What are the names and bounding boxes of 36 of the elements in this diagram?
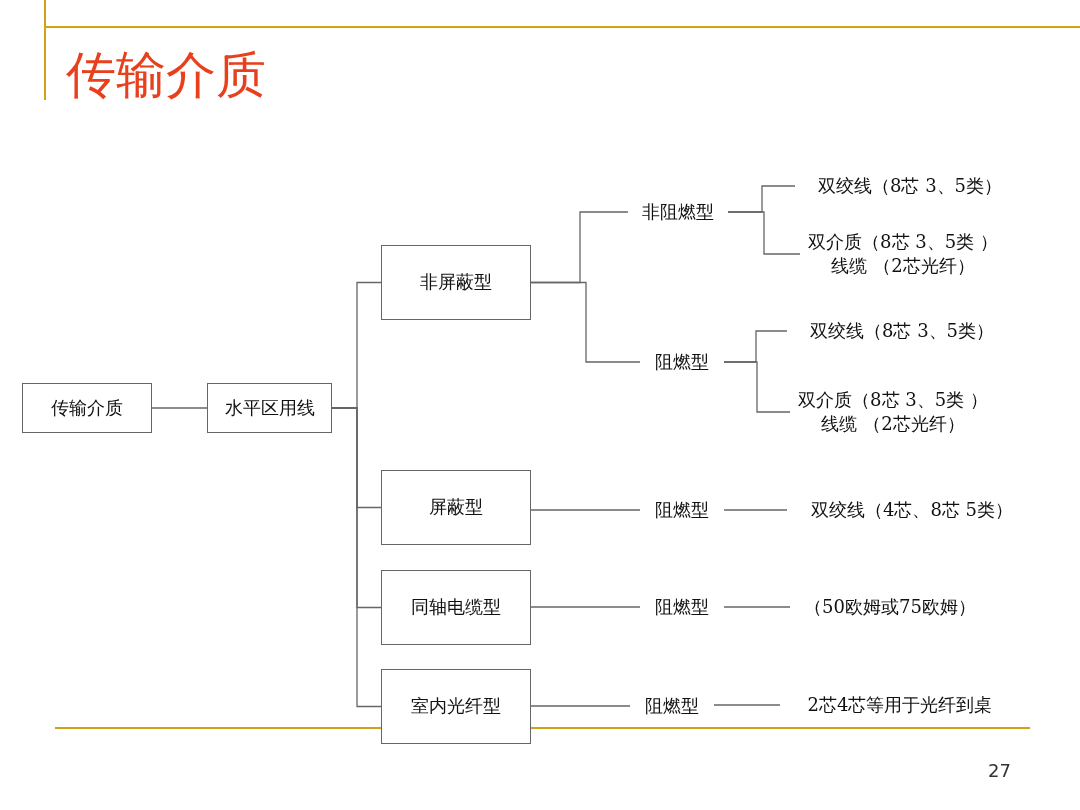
item-text: 阻燃型 [640, 348, 724, 376]
page-number: 27 [988, 760, 1011, 781]
category-box [22, 383, 152, 433]
item-text: 双绞线（8芯 3、5类） [787, 317, 1017, 345]
box-label: 同轴电缆型 [411, 595, 501, 620]
item-text: 非阻燃型 [628, 198, 728, 226]
connector-line [530, 705, 631, 707]
connector-line [713, 704, 781, 706]
box-label: 室内光纤型 [411, 694, 501, 719]
slide-title: 传输介质 [66, 45, 266, 106]
box-label: 传输介质 [51, 395, 123, 420]
connector-line [151, 407, 208, 409]
item-text: 阻燃型 [630, 692, 714, 720]
category-box [381, 669, 531, 744]
item-text: （50欧姆或75欧姆） [790, 593, 990, 621]
category-box [381, 470, 531, 545]
item-text: 阻燃型 [640, 496, 724, 524]
item-text: 阻燃型 [640, 593, 724, 621]
category-box [381, 570, 531, 645]
item-text: 双绞线（8芯 3、5类） [795, 172, 1025, 200]
connector-line [530, 606, 641, 608]
item-text: 双绞线（4芯、8芯 5类） [787, 496, 1037, 524]
item-text: 2芯4芯等用于光纤到桌 [780, 691, 1020, 719]
item-text: 双介质（8芯 3、5类 ）线缆 （2芯光纤） [800, 226, 1006, 282]
connector-line [530, 509, 641, 511]
box-label: 水平区用线 [224, 395, 315, 420]
box-label: 非屏蔽型 [420, 270, 492, 295]
connector-line [530, 281, 641, 363]
connector-line [723, 606, 791, 608]
box-label: 屏蔽型 [429, 495, 483, 520]
connector-line [723, 509, 788, 511]
category-box [381, 245, 531, 320]
item-text: 双介质（8芯 3、5类 ）线缆 （2芯光纤） [790, 384, 996, 440]
connector-line [727, 211, 801, 255]
category-box [207, 383, 332, 433]
connector-line [723, 361, 791, 413]
